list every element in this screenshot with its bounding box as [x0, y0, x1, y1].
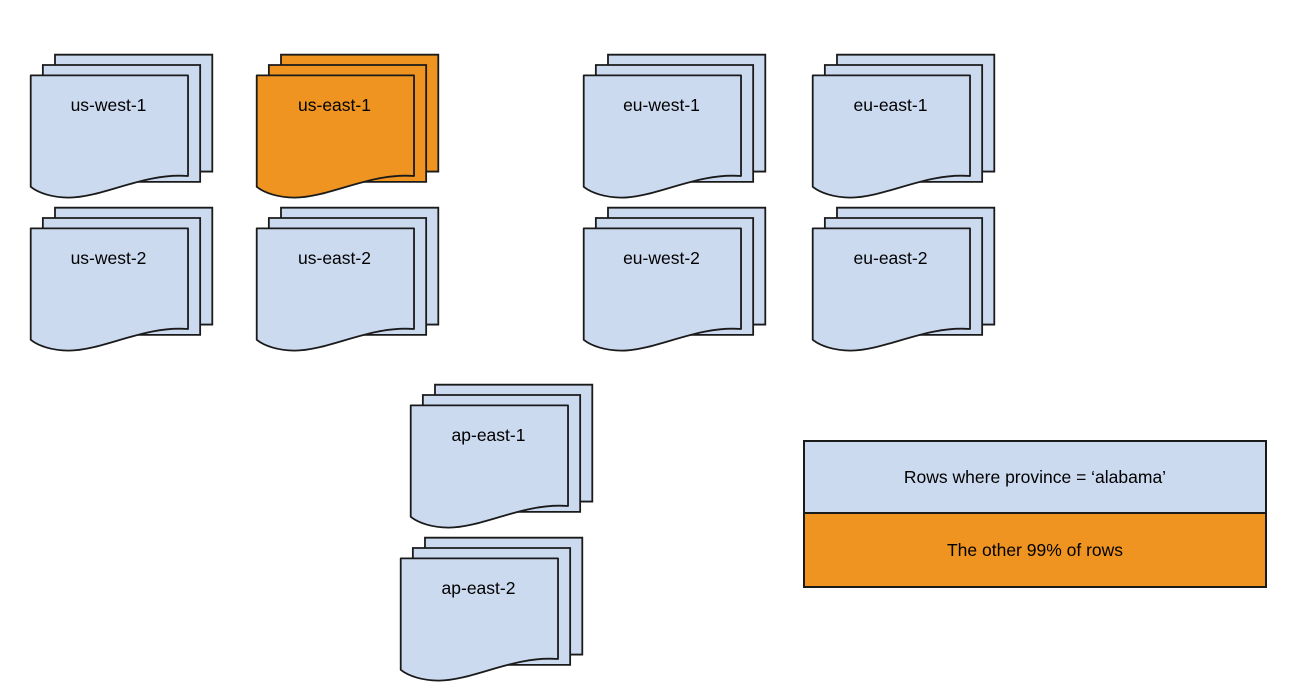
- document-stack-icon: [409, 383, 594, 529]
- region-stack-us-west-2[interactable]: us-west-2: [21, 196, 231, 356]
- legend-row-blue: Rows where province = ‘alabama’: [805, 442, 1265, 514]
- region-stack-us-west-1[interactable]: us-west-1: [21, 43, 231, 203]
- document-stack-icon: [811, 53, 996, 199]
- document-stack-icon: [255, 206, 440, 352]
- region-stack-ap-east-2[interactable]: ap-east-2: [391, 526, 601, 686]
- region-stack-eu-east-2[interactable]: eu-east-2: [803, 196, 1013, 356]
- document-stack-icon: [29, 206, 214, 352]
- legend-label-blue: Rows where province = ‘alabama’: [903, 466, 1167, 487]
- region-stack-eu-east-1[interactable]: eu-east-1: [803, 43, 1013, 203]
- region-stack-us-east-1[interactable]: us-east-1: [247, 43, 457, 203]
- document-stack-icon: [29, 53, 214, 199]
- legend-box: Rows where province = ‘alabama’ The othe…: [803, 440, 1267, 588]
- legend-label-orange: The other 99% of rows: [946, 539, 1124, 560]
- legend-row-orange: The other 99% of rows: [805, 514, 1265, 586]
- region-stack-eu-west-1[interactable]: eu-west-1: [574, 43, 784, 203]
- region-stack-eu-west-2[interactable]: eu-west-2: [574, 196, 784, 356]
- document-stack-icon: [582, 206, 767, 352]
- document-stack-icon: [399, 536, 584, 682]
- document-stack-icon: [811, 206, 996, 352]
- region-stack-us-east-2[interactable]: us-east-2: [247, 196, 457, 356]
- document-stack-icon: [582, 53, 767, 199]
- document-stack-icon: [255, 53, 440, 199]
- region-stack-ap-east-1[interactable]: ap-east-1: [401, 373, 611, 533]
